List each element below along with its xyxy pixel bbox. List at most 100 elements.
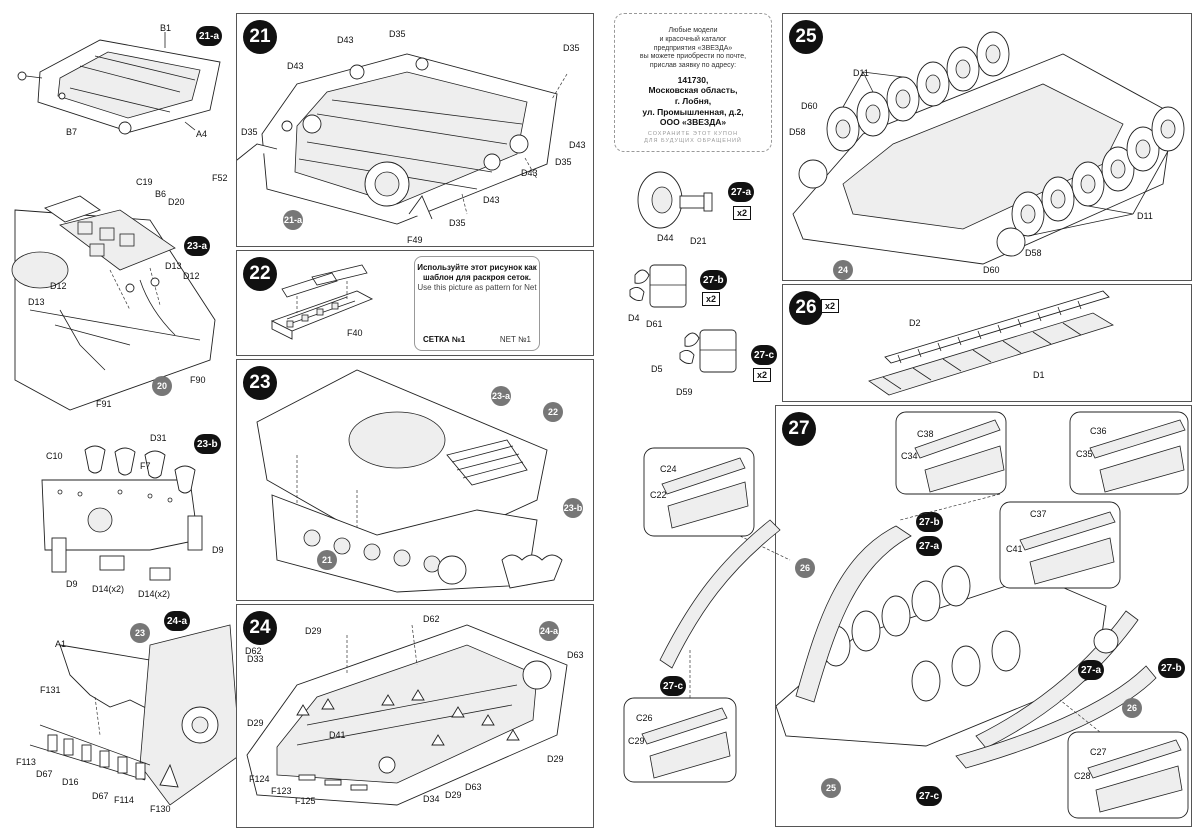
part-label-b6: B6 — [155, 189, 167, 199]
ref-21-hull: 21 — [317, 550, 337, 570]
part-label-f52-outer: F52 — [212, 173, 228, 183]
part-label-c22: C22 — [650, 490, 667, 500]
part-label-d35-b: D35 — [563, 43, 580, 53]
coupon-address-city: г. Лобня, — [674, 96, 712, 106]
mail-order-coupon: Любые модели и красочный каталог предпри… — [614, 13, 772, 152]
step-22-number: 22 — [243, 257, 277, 291]
part-label-a4: A4 — [196, 129, 208, 139]
net-instruction-en: Use this picture as pattern for Net — [417, 283, 537, 292]
part-label-f131: F131 — [40, 685, 61, 695]
part-label-f40: F40 — [347, 328, 363, 338]
part-label-c38: C38 — [917, 429, 934, 439]
step-23-panel: 23 23-a 22 23-b 21 — [236, 359, 594, 601]
step-26-panel: 26 x2 D2 D1 — [782, 284, 1192, 402]
ref-23a-deck: 23-a — [491, 386, 511, 406]
step-25-number: 25 — [789, 20, 823, 54]
step-27-drawing — [776, 525, 1157, 769]
part-label-d62-a: D62 — [423, 614, 440, 624]
part-label-d14-b: D14(x2) — [138, 589, 171, 599]
ref-27a-b: 27-a — [1078, 660, 1105, 680]
ref-step-24: 24 — [833, 260, 853, 280]
coupon-line-4: вы можете приобрести по почте, — [639, 53, 747, 61]
step-24-panel: 24 24-a D62 D29 D62 D33 D29 D41 D63 D29 … — [236, 604, 594, 828]
net-instruction-ru: Используйте этот рисунок как шаблон для … — [417, 263, 537, 282]
part-label-c35: C35 — [1076, 449, 1093, 459]
step-21-panel: 21 21-a D43 D43 D35 D35 D35 D43 D35 D43 … — [236, 13, 594, 247]
part-label-f91: F91 — [96, 399, 112, 409]
coupon-address: 141730, Московская область, г. Лобня, ул… — [615, 75, 771, 128]
part-label-b7: B7 — [66, 127, 78, 137]
part-label-f113: F113 — [16, 757, 36, 767]
part-label-d33: D33 — [247, 654, 264, 664]
part-label-d16: D16 — [62, 777, 79, 787]
step-22-panel: 22 F40 — [236, 250, 594, 356]
part-label-d43-b: D43 — [287, 61, 304, 71]
part-label-f114: F114 — [114, 795, 134, 805]
part-label-c34: C34 — [901, 451, 918, 461]
step-21-drawing — [237, 53, 568, 225]
substep-27b-badge: 27-b — [700, 270, 727, 290]
coupon-keep-line-1: СОХРАНИТЕ ЭТОТ КУПОН — [647, 131, 739, 138]
step-27-panel: 27 26 26 25 27-b 27-a 27-a 27-b 27-c — [775, 405, 1192, 827]
part-label-d12-a: D12 — [183, 271, 200, 281]
substep-27a-badge: 27-a — [728, 182, 755, 202]
ref-24a-front: 24-a — [539, 621, 559, 641]
part-label-f130: F130 — [150, 804, 171, 814]
step-25-drawing — [792, 31, 1185, 265]
ref-27a-a: 27-a — [916, 536, 943, 556]
ref-step-23: 23 — [130, 623, 150, 643]
multiplier-x2-27b: x2 — [702, 292, 721, 306]
coupon-line-3: предприятия «ЗВЕЗДА» — [653, 44, 733, 52]
part-label-c41: C41 — [1006, 544, 1023, 554]
multiplier-x2-26: x2 — [821, 299, 840, 313]
part-label-d29-a: D29 — [305, 626, 322, 636]
part-label-f123: F123 — [271, 786, 292, 796]
part-label-d29-d: D29 — [445, 790, 462, 800]
step-22-drawing — [270, 264, 374, 340]
ref-27c-b: 27-c — [660, 676, 687, 696]
part-label-d21: D21 — [690, 236, 707, 246]
ref-step-20: 20 — [152, 376, 172, 396]
part-label-f90: F90 — [190, 375, 206, 385]
part-label-d60-a: D60 — [801, 101, 818, 111]
hull-top-drawing — [17, 32, 221, 135]
coupon-address-company: ООО «ЗВЕЗДА» — [659, 117, 727, 128]
part-label-d67-a: D67 — [36, 769, 53, 779]
part-label-c37: C37 — [1030, 509, 1047, 519]
part-label-d5: D5 — [651, 364, 663, 374]
part-label-c26: C26 — [636, 713, 653, 723]
part-label-d9-a: D9 — [212, 545, 224, 555]
ref-27b-b: 27-b — [1158, 658, 1185, 678]
part-label-f125: F125 — [295, 796, 316, 806]
step-21-number: 21 — [243, 20, 277, 54]
step-23-number: 23 — [243, 366, 277, 400]
part-label-d35-a: D35 — [389, 29, 406, 39]
ref-step-26-b: 26 — [1122, 698, 1142, 718]
part-label-d61: D61 — [646, 319, 663, 329]
part-label-c24: C24 — [660, 464, 677, 474]
part-label-d4: D4 — [628, 313, 640, 323]
ref-27b-a: 27-b — [916, 512, 943, 532]
part-label-d58-a: D58 — [789, 127, 806, 137]
step-25-panel: 25 24 D11 D60 D58 D11 D58 D60 — [782, 13, 1192, 281]
part-label-d31: D31 — [150, 433, 167, 443]
part-label-d43-c: D43 — [569, 140, 586, 150]
coupon-address-street: ул. Промышленная, д.2, — [642, 106, 744, 117]
ref-step-26-a: 26 — [795, 558, 815, 578]
part-label-d14-a: D14(x2) — [92, 584, 125, 594]
substep-27c-badge: 27-c — [751, 345, 778, 365]
coupon-address-postcode: 141730, — [677, 74, 709, 85]
part-label-c10: C10 — [46, 451, 63, 461]
substep-21a-badge: 21-a — [196, 26, 223, 46]
part-label-d13-a: D13 — [165, 261, 182, 271]
part-label-d1: D1 — [1033, 370, 1045, 380]
part-label-d29-b: D29 — [247, 718, 264, 728]
part-label-d12-b: D12 — [50, 281, 67, 291]
part-label-d59: D59 — [676, 387, 693, 397]
part-label-f7: F7 — [140, 461, 151, 471]
part-label-d41: D41 — [329, 730, 346, 740]
part-label-d11-a: D11 — [853, 68, 869, 78]
part-label-d35-d: D35 — [555, 157, 572, 167]
part-label-d13-b: D13 — [28, 297, 45, 307]
part-label-d11-b: D11 — [1137, 211, 1153, 221]
